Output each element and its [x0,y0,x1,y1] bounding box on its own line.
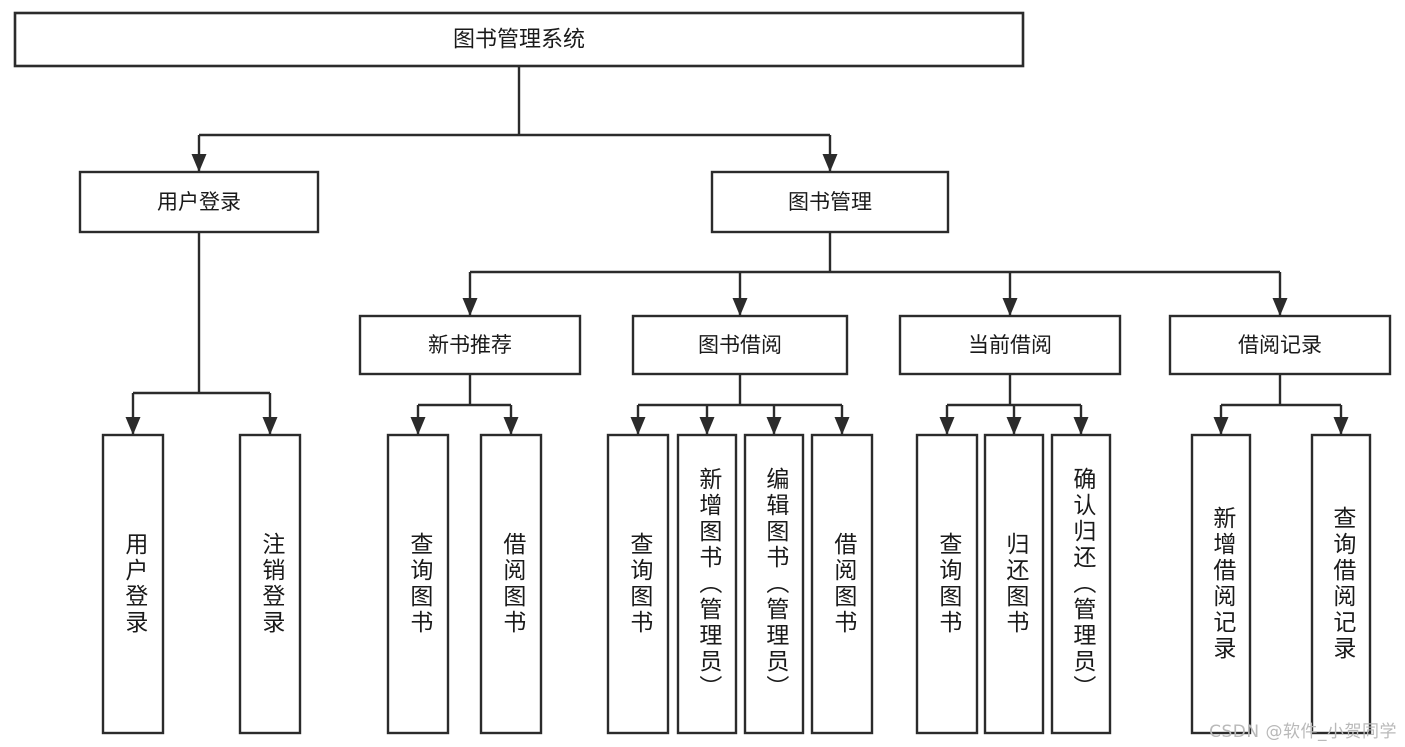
leaf-box-leaf-confirm-return-rect [1050,433,1112,735]
borrow-record-arrow-1 [1333,417,1349,435]
leaf-box-leaf-logout[interactable] [238,433,302,735]
level1-box-user-login-label: 用户登录 [157,190,241,214]
book-borrow-arrow-2 [766,417,782,435]
level2-box-current-borrow-rect [898,314,1122,376]
level2-box-borrow-record-rect [1168,314,1392,376]
level2-box-borrow-record-label: 借阅记录 [1238,333,1322,357]
level2-box-book-borrow[interactable]: 图书借阅 [631,314,849,376]
level2-box-current-borrow-label: 当前借阅 [968,333,1052,357]
current-borrow-arrow-2 [1073,417,1089,435]
leaf-box-leaf-borrow-book-1-rect [479,433,543,735]
leaf-box-leaf-query-book-2-rect [606,433,670,735]
level1-box-user-login-rect [78,170,320,234]
user-login-arrow-1 [262,417,278,435]
leaf-box-leaf-add-record-rect [1190,433,1252,735]
level2-box-book-borrow-rect [631,314,849,376]
leaf-box-leaf-query-record[interactable] [1310,433,1372,735]
level1-box-book-manage[interactable]: 图书管理 [710,170,950,234]
level2-box-new-book-recommend-rect [358,314,582,376]
root-box[interactable]: 图书管理系统 [13,11,1025,68]
current-borrow-arrow-1 [1006,417,1022,435]
new-book-recommend-arrow-1 [503,417,519,435]
book-borrow-arrow-3 [834,417,850,435]
book-manage-arrow-2 [1002,298,1018,316]
level1-box-book-manage-rect [710,170,950,234]
level1-box-user-login[interactable]: 用户登录 [78,170,320,234]
level2-box-book-borrow-label: 图书借阅 [698,333,782,357]
leaf-box-leaf-query-book-1[interactable] [386,433,450,735]
book-borrow-arrow-1 [699,417,715,435]
borrow-record-arrow-0 [1213,417,1229,435]
root-arrow-1 [822,154,838,172]
leaf-box-leaf-add-book[interactable] [676,433,738,735]
leaf-box-leaf-return-book[interactable] [983,433,1045,735]
leaf-box-leaf-borrow-book-1[interactable] [479,433,543,735]
leaf-box-leaf-user-login[interactable] [101,433,165,735]
user-login-arrow-0 [125,417,141,435]
level2-box-current-borrow[interactable]: 当前借阅 [898,314,1122,376]
leaf-box-leaf-add-book-rect [676,433,738,735]
leaf-box-leaf-query-book-3[interactable] [915,433,979,735]
leaf-box-leaf-edit-book[interactable] [743,433,805,735]
leaf-box-leaf-add-record[interactable] [1190,433,1252,735]
root-box-rect [13,11,1025,68]
level2-box-new-book-recommend[interactable]: 新书推荐 [358,314,582,376]
leaf-box-leaf-edit-book-rect [743,433,805,735]
root-arrow-0 [191,154,207,172]
leaf-box-leaf-user-login-rect [101,433,165,735]
level2-box-borrow-record[interactable]: 借阅记录 [1168,314,1392,376]
leaf-box-leaf-borrow-book-2[interactable] [810,433,874,735]
book-borrow-arrow-0 [630,417,646,435]
current-borrow-arrow-0 [939,417,955,435]
level2-box-new-book-recommend-label: 新书推荐 [428,333,512,357]
level1-box-book-manage-label: 图书管理 [788,190,872,214]
root-box-label: 图书管理系统 [453,28,585,53]
connector-layer [125,66,1349,435]
leaf-box-leaf-query-book-2[interactable] [606,433,670,735]
leaf-box-leaf-query-record-rect [1310,433,1372,735]
leaf-box-leaf-return-book-rect [983,433,1045,735]
leaf-box-leaf-confirm-return[interactable] [1050,433,1112,735]
book-manage-arrow-0 [462,298,478,316]
book-manage-arrow-1 [732,298,748,316]
book-manage-arrow-3 [1272,298,1288,316]
leaf-box-leaf-query-book-1-rect [386,433,450,735]
new-book-recommend-arrow-0 [410,417,426,435]
leaf-box-leaf-query-book-3-rect [915,433,979,735]
leaf-box-leaf-logout-rect [238,433,302,735]
leaf-box-leaf-borrow-book-2-rect [810,433,874,735]
